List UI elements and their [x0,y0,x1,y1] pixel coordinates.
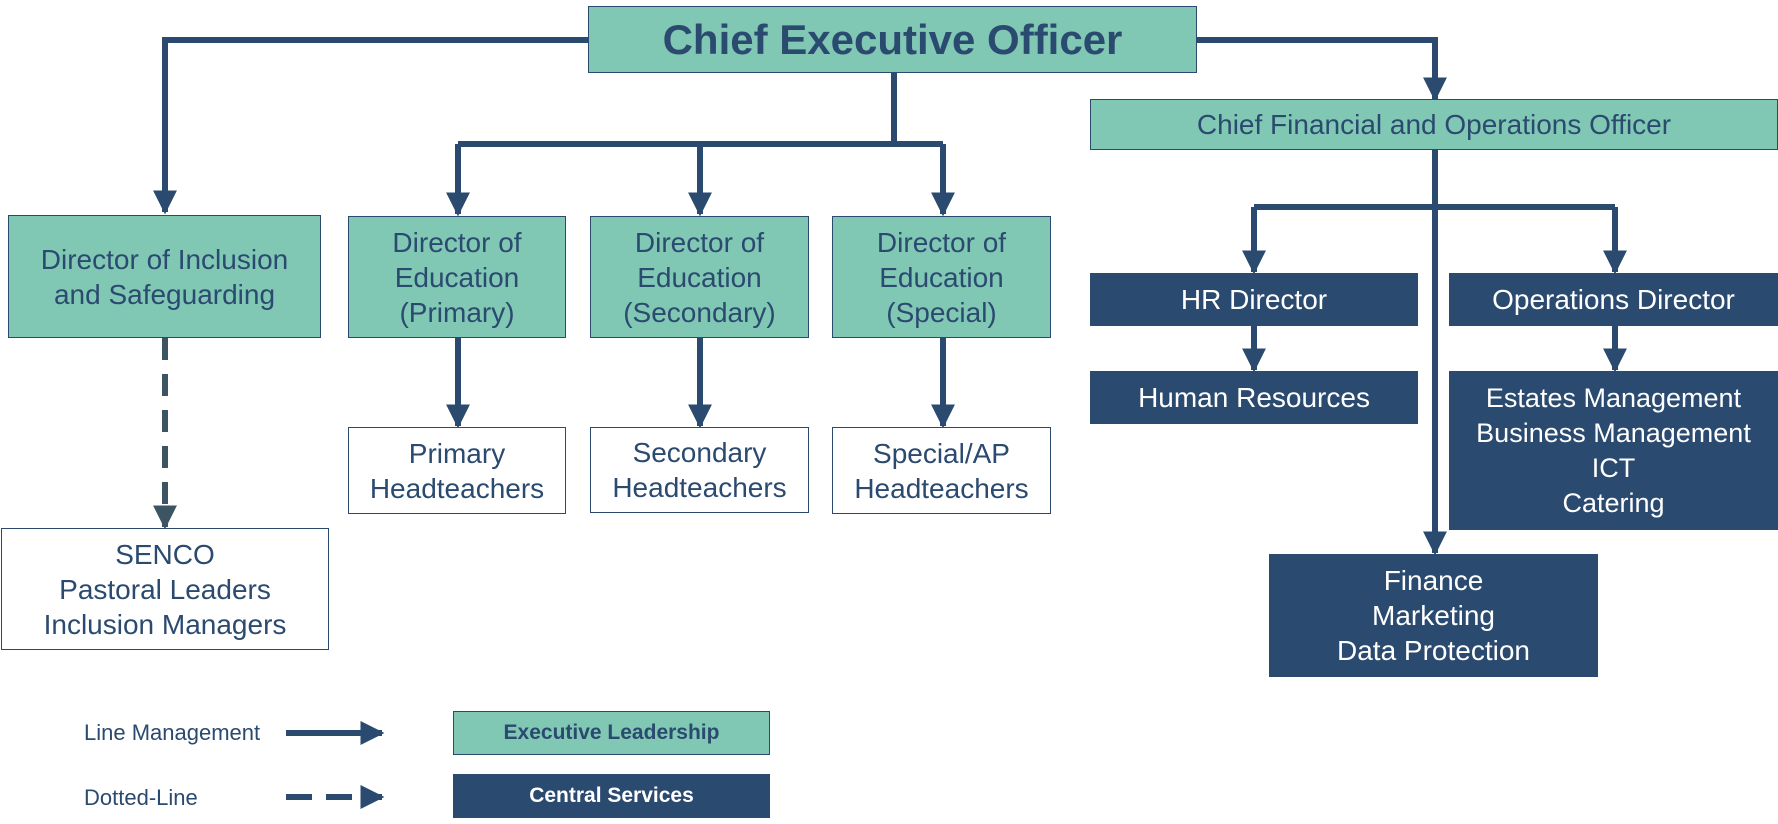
connector-ceo-to-inclusion [153,37,588,215]
director-education-special-box: Director of Education (Special) [832,216,1051,338]
human-resources-box: Human Resources [1090,371,1418,424]
legend-line-management-label: Line Management [84,720,261,745]
cfo-box: Chief Financial and Operations Officer [1090,99,1778,150]
connector-ceo-to-cfo [1197,37,1447,102]
operations-services-box: Estates Management Business Management I… [1449,371,1778,530]
primary-headteachers-box: Primary Headteachers [348,427,566,514]
special-headteachers-box: Special/AP Headteachers [832,427,1051,514]
legend-central-services: Central Services [453,774,770,818]
inclusion-team-box: SENCO Pastoral Leaders Inclusion Manager… [1,528,329,650]
director-education-primary-box: Director of Education (Primary) [348,216,566,338]
hr-director-box: HR Director [1090,273,1418,326]
legend-dotted-line-label: Dotted-Line [84,785,198,810]
secondary-headteachers-box: Secondary Headteachers [590,427,809,513]
finance-services-box: Finance Marketing Data Protection [1269,554,1598,677]
ceo-box: Chief Executive Officer [588,6,1197,73]
legend-executive-leadership: Executive Leadership [453,711,770,755]
operations-director-box: Operations Director [1449,273,1778,326]
director-inclusion-box: Director of Inclusion and Safeguarding [8,215,321,338]
director-education-secondary-box: Director of Education (Secondary) [590,216,809,338]
